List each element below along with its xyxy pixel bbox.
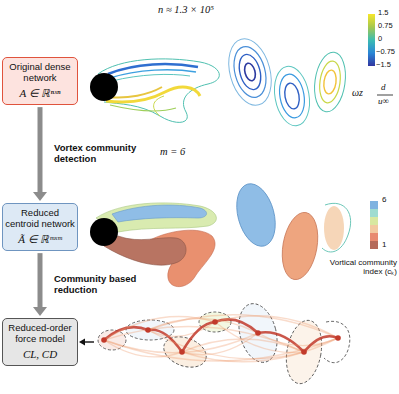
illustration-part	[370, 233, 378, 241]
arrow-head	[33, 307, 47, 316]
tick-label: 6	[382, 195, 386, 204]
box-title: Original dense network	[5, 62, 75, 84]
centroid-dot	[212, 319, 218, 325]
vorticity-field	[90, 34, 349, 129]
box-formula: A ∈ ℝⁿˣⁿ	[5, 86, 75, 100]
fraction-bar	[377, 95, 393, 96]
illustration-part	[90, 218, 118, 246]
illustration-part	[104, 236, 186, 265]
illustration-part	[370, 225, 378, 233]
illustration-part	[112, 205, 207, 222]
network-link	[182, 339, 304, 352]
illustration-part	[277, 210, 322, 283]
illustration-part	[222, 34, 278, 110]
axis-label: ωz	[352, 87, 363, 99]
axis-label: d	[381, 82, 386, 92]
illustration-part	[110, 105, 176, 111]
edge-label: Vortex community detection	[52, 142, 156, 166]
network-link	[182, 322, 215, 352]
illustration-part	[311, 50, 349, 114]
box-title: Reduced centroid network	[5, 208, 75, 230]
illustration-part	[84, 341, 94, 342]
illustration-part	[90, 73, 118, 101]
illustration-part	[230, 179, 281, 250]
centroid-dot	[335, 335, 341, 341]
tick-label: 1	[382, 240, 386, 249]
illustration-part	[222, 34, 278, 110]
illustration-part	[270, 64, 314, 129]
arrow-head	[33, 192, 47, 201]
illustration-part	[154, 96, 164, 116]
illustration-part	[112, 74, 190, 81]
flow-arrow	[38, 107, 43, 193]
illustration-part	[322, 203, 351, 252]
illustration-part	[276, 72, 307, 119]
illustration-part	[311, 50, 349, 114]
network-link	[104, 340, 182, 357]
illustration-part	[236, 52, 265, 92]
illustration-part	[324, 206, 344, 250]
illustration-part	[108, 64, 198, 74]
illustration-part	[370, 209, 378, 217]
community-field	[90, 179, 351, 286]
output-arrow	[79, 339, 94, 346]
network-link	[182, 333, 258, 355]
edge-label: Community based reduction	[52, 273, 156, 297]
illustration-part	[106, 87, 200, 102]
box-formula: Ã ∈ ℝᵐˣᵐ	[5, 232, 75, 246]
network-link	[148, 330, 304, 359]
centroid-dot	[101, 337, 107, 343]
illustration-part	[98, 299, 350, 386]
box-formula: CL, CD	[5, 347, 75, 361]
process-box: Original dense network A ∈ ℝⁿˣⁿ	[2, 57, 78, 105]
tick-label: −1.5	[376, 61, 391, 70]
centroid-dot	[255, 330, 261, 336]
colorbar-title: Vortical community index (cₖ)	[322, 258, 397, 276]
illustration-part	[229, 43, 271, 101]
centroid-dot	[179, 349, 185, 355]
tick-label: −0.75	[376, 48, 395, 57]
illustration-part	[317, 60, 343, 104]
illustration-part	[283, 82, 301, 110]
vorticity-colorbar	[368, 14, 375, 66]
tick-label: 0.75	[378, 22, 393, 31]
illustration-part	[370, 217, 378, 225]
illustration-part	[79, 339, 85, 346]
network-link	[304, 336, 338, 352]
network-link	[258, 333, 338, 346]
centroid-network	[98, 299, 350, 386]
process-box: Reduced-order force modelCL, CD	[2, 318, 78, 366]
process-box: Reduced centroid network Ã ∈ ℝᵐˣᵐ	[2, 203, 78, 251]
illustration-part	[370, 201, 378, 209]
illustration-part	[110, 70, 196, 78]
tick-label: 1.5	[378, 9, 388, 18]
centroid-dot	[301, 349, 307, 355]
centroid-dot	[145, 327, 151, 333]
axis-label: u∞	[378, 96, 389, 106]
network-link	[104, 338, 338, 361]
network-link	[148, 315, 338, 338]
flow-arrow	[38, 253, 43, 308]
network-link	[104, 327, 304, 352]
illustration-part	[322, 69, 337, 94]
community-colorbar	[370, 201, 378, 249]
illustration-part	[243, 62, 257, 82]
tick-label: 0	[378, 35, 382, 44]
node-count: n ≈ 1.3 × 10⁵	[158, 4, 214, 16]
illustration-part	[270, 64, 314, 129]
network-link	[215, 322, 304, 353]
node-count: m = 6	[160, 146, 185, 158]
illustration-part	[370, 241, 378, 249]
box-title: Reduced-order force model	[5, 323, 75, 345]
